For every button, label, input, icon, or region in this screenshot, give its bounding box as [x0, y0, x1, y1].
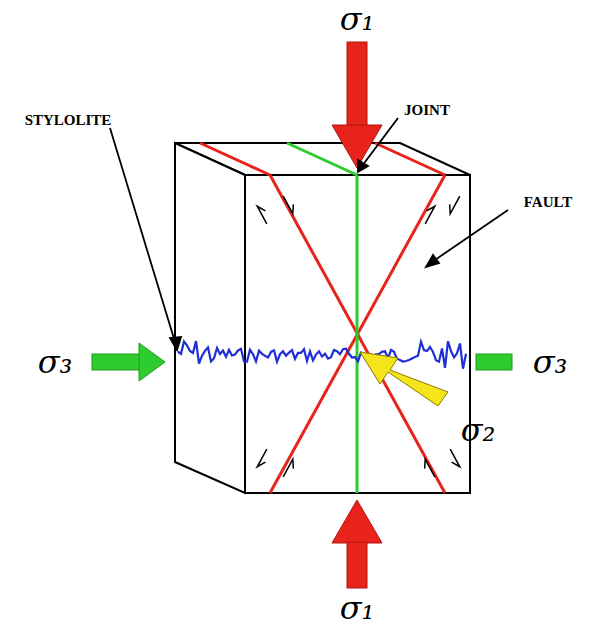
block-side-face — [175, 143, 245, 493]
half-arrow — [283, 196, 293, 214]
sigma1-arrows — [332, 42, 382, 588]
stress-symbol: σ₃ — [533, 346, 568, 378]
half-arrow — [425, 206, 435, 224]
half-arrow — [450, 196, 460, 214]
sigma2-arrow — [360, 352, 448, 406]
half-arrow — [257, 206, 267, 224]
shear-sense-arrows — [257, 196, 460, 477]
stress-symbol: σ₁ — [340, 592, 375, 624]
block-front-face — [245, 175, 470, 493]
stylolite-trace — [178, 341, 466, 369]
half-arrow — [425, 459, 435, 477]
callout-label: FAULT — [524, 195, 572, 210]
callout-label: STYLOLITE — [25, 113, 112, 128]
half-arrow — [450, 449, 460, 467]
stylolite-line — [178, 341, 466, 369]
joint-plane — [287, 143, 357, 493]
stress-symbol: σ₃ — [38, 346, 73, 378]
stress-symbol: σ₂ — [461, 414, 496, 446]
leader-lines — [110, 118, 508, 350]
sigma3-arrows — [92, 343, 512, 381]
half-arrow — [257, 449, 267, 467]
stress-symbol: σ₁ — [340, 3, 375, 35]
fault-planes — [200, 143, 445, 493]
half-arrow — [283, 459, 293, 477]
callout-label: JOINT — [404, 103, 450, 118]
